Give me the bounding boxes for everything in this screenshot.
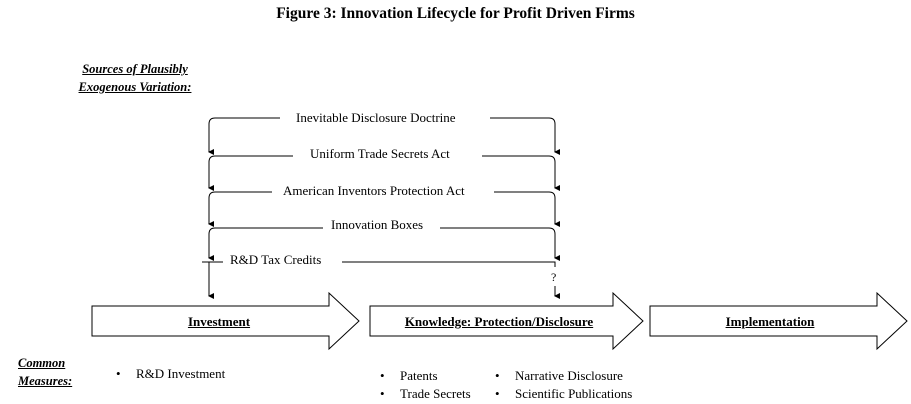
bullet: • bbox=[116, 366, 121, 381]
measure-item-rd-investment: • R&D Investment bbox=[116, 366, 225, 382]
policy-label-uniform-trade-secrets: Uniform Trade Secrets Act bbox=[306, 146, 454, 162]
connector-row-3-right bbox=[494, 191, 560, 227]
stage-arrow-investment-shape bbox=[91, 291, 360, 351]
measure-label: Patents bbox=[400, 368, 438, 383]
stage-label-investment: Investment bbox=[187, 314, 251, 329]
measure-label: Scientific Publications bbox=[515, 386, 633, 401]
connector-row-2-right bbox=[482, 155, 560, 191]
policy-label-innovation-boxes: Innovation Boxes bbox=[327, 217, 428, 233]
connector-row-4-left bbox=[208, 227, 323, 261]
stage-arrow-knowledge-shape bbox=[369, 291, 644, 351]
connector-row-5-right bbox=[342, 261, 556, 267]
policy-label-rd-tax-credits: R&D Tax Credits bbox=[226, 252, 326, 268]
measures-heading: Common Measures: bbox=[18, 354, 72, 390]
measure-item-patents: • Patents bbox=[380, 368, 438, 384]
policy-label-american-inventors: American Inventors Protection Act bbox=[279, 183, 469, 199]
measure-item-scientific-publications: • Scientific Publications bbox=[495, 386, 632, 402]
sources-heading-line-1: Sources of Plausibly bbox=[82, 62, 188, 76]
connector-row-2-left bbox=[208, 155, 293, 191]
bullet: • bbox=[495, 368, 500, 383]
sources-heading: Sources of Plausibly Exogenous Variation… bbox=[62, 60, 208, 96]
sources-heading-line-2: Exogenous Variation: bbox=[78, 80, 192, 94]
measures-heading-line-1: Common bbox=[18, 356, 66, 370]
connector-row-4-right bbox=[440, 227, 560, 261]
measure-label: Trade Secrets bbox=[400, 386, 471, 401]
measure-label: Narrative Disclosure bbox=[515, 368, 623, 383]
connector-row-1-left bbox=[208, 117, 280, 155]
connector-row-1-right bbox=[490, 117, 560, 155]
stage-label-knowledge: Knowledge: Protection/Disclosure bbox=[404, 314, 594, 329]
policy-label-inevitable-disclosure: Inevitable Disclosure Doctrine bbox=[292, 110, 460, 126]
bullet: • bbox=[495, 386, 500, 401]
measures-heading-line-2: Measures: bbox=[18, 374, 73, 388]
measure-item-narrative-disclosure: • Narrative Disclosure bbox=[495, 368, 623, 384]
connector-row-3-left bbox=[208, 191, 272, 227]
bullet: • bbox=[380, 368, 385, 383]
figure-title: Figure 3: Innovation Lifecycle for Profi… bbox=[276, 5, 635, 22]
question-mark: ? bbox=[551, 270, 557, 284]
measure-label: R&D Investment bbox=[136, 366, 226, 381]
stage-label-implementation: Implementation bbox=[725, 314, 815, 329]
measure-item-trade-secrets: • Trade Secrets bbox=[380, 386, 471, 402]
stage-arrow-implementation-shape bbox=[649, 291, 908, 351]
bullet: • bbox=[380, 386, 385, 401]
